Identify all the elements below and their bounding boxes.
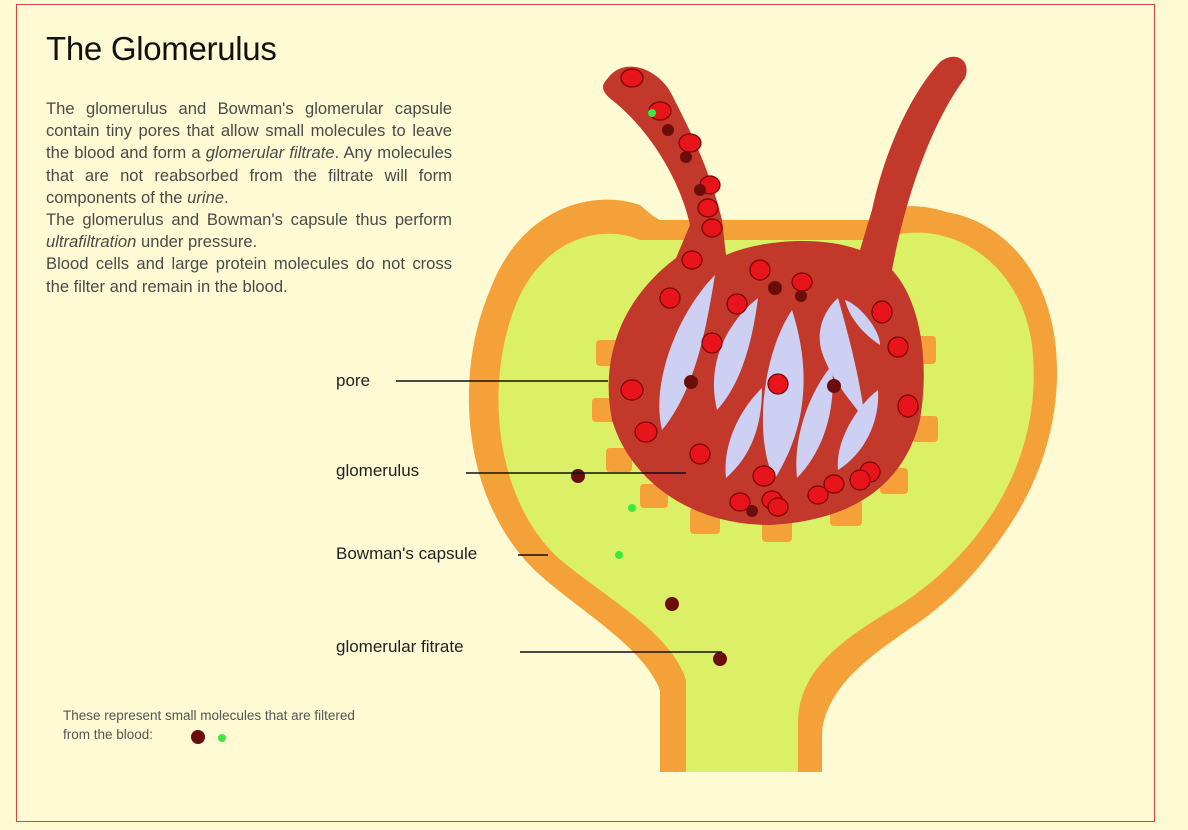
red-blood-cell <box>697 198 719 218</box>
intro-text: The glomerulus and Bowman's glomerular c… <box>46 98 452 298</box>
red-blood-cell <box>767 497 789 517</box>
bowmans-capsule-wall <box>471 199 1051 773</box>
large-molecule <box>827 379 841 393</box>
large-molecules <box>571 124 841 666</box>
label-glomerulus: glomerulus <box>336 461 420 480</box>
intro-paragraph-3: Blood cells and large protein molecules … <box>46 254 452 296</box>
red-blood-cell <box>823 474 845 494</box>
red-blood-cell <box>887 336 909 358</box>
legend-line-1: These represent small molecules that are… <box>63 708 355 723</box>
intro-text-segment: under pressure. <box>136 232 258 252</box>
filtered-large-molecule <box>665 597 679 611</box>
pore <box>606 448 632 472</box>
small-molecule <box>648 109 656 117</box>
intro-text-segment: The glomerulus and Bowman's capsule thus… <box>46 210 452 230</box>
lumen <box>845 300 880 345</box>
large-molecule <box>680 151 692 163</box>
red-blood-cell <box>849 469 871 491</box>
red-blood-cell <box>729 492 751 512</box>
lumen <box>725 388 762 478</box>
intro-text-segment: . <box>224 187 229 207</box>
red-blood-cell <box>767 373 789 395</box>
legend-large-molecule-icon <box>191 730 205 744</box>
legend: These represent small molecules that are… <box>63 706 443 744</box>
red-blood-cells <box>620 68 919 517</box>
lumen <box>796 365 833 478</box>
large-molecule <box>746 505 758 517</box>
lumen <box>659 275 715 430</box>
red-blood-cell <box>871 300 893 324</box>
lumen <box>837 390 879 470</box>
intro-text-segment: The glomerulus and Bowman's glomerular c… <box>46 99 452 163</box>
label-pore: pore <box>336 371 371 390</box>
large-molecule <box>694 184 706 196</box>
term-glomerular-filtrate: glomerular filtrate <box>205 143 335 163</box>
label-leader-lines <box>396 380 722 653</box>
red-blood-cell <box>620 68 644 88</box>
large-molecule <box>684 375 698 389</box>
red-blood-cell <box>897 394 919 418</box>
red-blood-cell <box>807 485 829 505</box>
legend-line-2: from the blood: <box>63 727 154 742</box>
red-blood-cell <box>659 287 681 309</box>
red-blood-cell <box>681 250 703 270</box>
intro-paragraph-1: The glomerulus and Bowman's glomerular c… <box>46 98 452 209</box>
red-blood-cell <box>726 293 748 315</box>
large-molecule <box>795 290 807 302</box>
red-blood-cell <box>634 421 658 443</box>
page-title: The Glomerulus <box>46 30 277 67</box>
label-glomerular-filtrate: glomerular fitrate <box>336 637 464 656</box>
red-blood-cell <box>752 465 776 487</box>
large-molecule <box>662 124 674 136</box>
small-molecule <box>615 551 623 559</box>
label-bowmans-capsule: Bowman's capsule <box>336 544 478 563</box>
filtered-large-molecule <box>713 652 727 666</box>
intro-paragraph-2: The glomerulus and Bowman's capsule thus… <box>46 209 452 253</box>
red-blood-cell <box>701 218 723 238</box>
large-molecule <box>768 281 782 295</box>
lumen <box>819 298 865 420</box>
capillary-lumens <box>659 275 880 480</box>
red-blood-cell <box>678 133 702 153</box>
small-molecule <box>628 504 636 512</box>
filtered-large-molecule <box>571 469 585 483</box>
small-molecules <box>615 109 656 559</box>
term-urine: urine <box>187 187 225 207</box>
red-blood-cell <box>749 259 771 281</box>
red-blood-cell <box>701 332 723 354</box>
intro-text-segment: . Any molecules that are not reabsorbed … <box>46 143 452 207</box>
red-blood-cell <box>689 443 711 465</box>
red-blood-cell <box>620 379 644 401</box>
lumen <box>713 298 758 410</box>
red-blood-cell <box>791 272 813 292</box>
legend-small-molecule-icon <box>218 734 226 742</box>
lumen <box>762 310 804 480</box>
term-ultrafiltration: ultrafiltration <box>46 232 137 252</box>
